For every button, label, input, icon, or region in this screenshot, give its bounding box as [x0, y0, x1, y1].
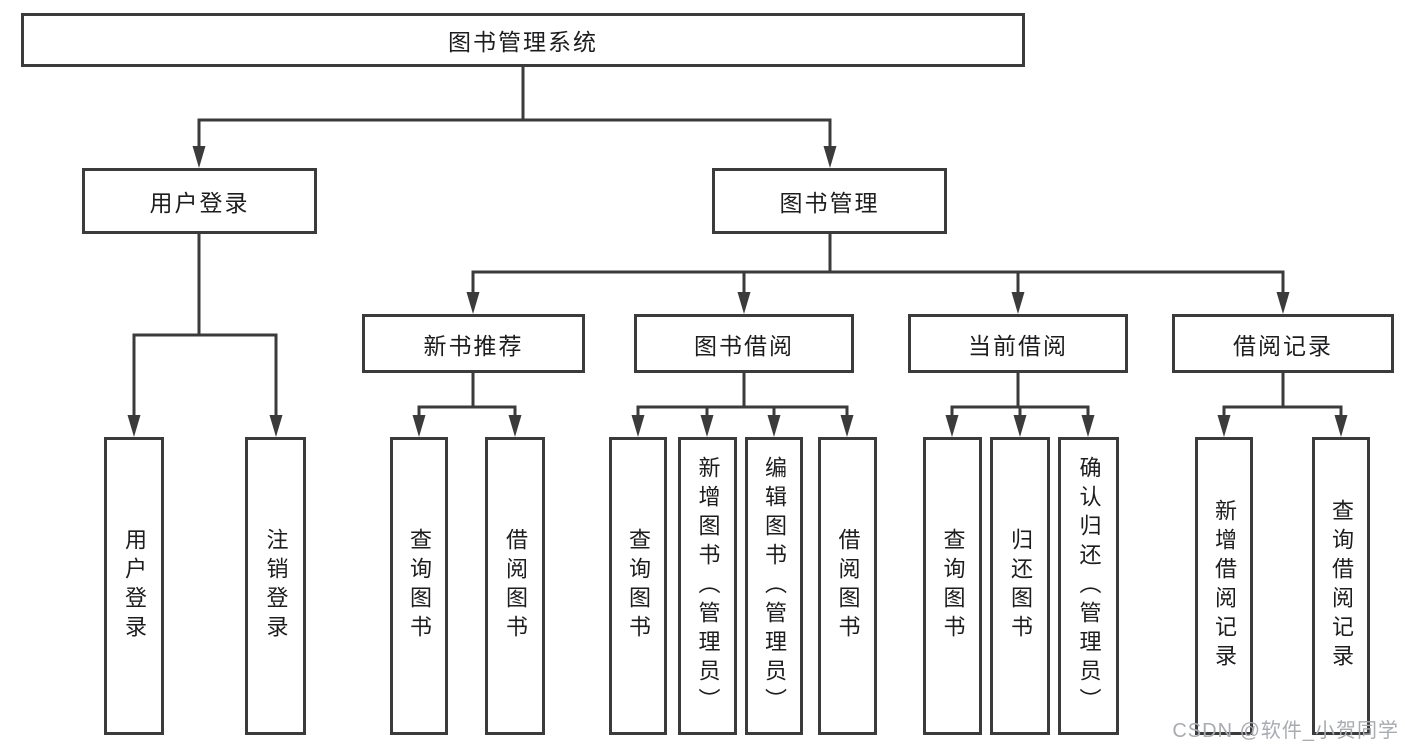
leaf-query-books-current: 查询图书 — [923, 437, 982, 735]
node-current-borrowing: 当前借阅 — [908, 314, 1128, 373]
node-label: 用户登录 — [149, 190, 250, 216]
leaf-add-borrow-record: 新增借阅记录 — [1195, 437, 1253, 735]
leaf-label: 用户登录 — [122, 528, 147, 644]
leaf-borrow-books: 借阅图书 — [818, 437, 877, 735]
node-label: 图书借阅 — [694, 332, 794, 359]
leaf-query-books-recommend: 查询图书 — [390, 437, 448, 735]
leaf-return-books: 归还图书 — [990, 437, 1050, 735]
leaf-confirm-return-admin: 确认归还（管理员） — [1058, 437, 1119, 735]
node-label: 图书管理 — [779, 190, 880, 216]
leaf-label: 借阅图书 — [503, 528, 528, 644]
leaf-label: 新增图书（管理员） — [695, 455, 721, 717]
leaf-label: 查询借阅记录 — [1329, 499, 1354, 673]
node-book-borrowing: 图书借阅 — [634, 314, 854, 373]
leaf-borrow-books-recommend: 借阅图书 — [485, 437, 545, 735]
node-label: 借阅记录 — [1233, 332, 1333, 359]
leaf-user-login: 用户登录 — [104, 437, 164, 735]
csdn-watermark: CSDN @软件_小贺同学 — [1172, 720, 1399, 742]
node-library-management-system: 图书管理系统 — [21, 13, 1025, 67]
node-book-management: 图书管理 — [712, 168, 947, 234]
node-label: 新书推荐 — [423, 332, 524, 359]
leaf-label: 查询图书 — [626, 528, 651, 644]
leaf-logout: 注销登录 — [245, 437, 306, 735]
leaf-label: 查询图书 — [940, 528, 966, 644]
leaf-label: 借阅图书 — [835, 528, 861, 644]
leaf-label: 新增借阅记录 — [1212, 499, 1237, 673]
node-user-login: 用户登录 — [82, 168, 317, 234]
leaf-query-books-borrow: 查询图书 — [609, 437, 667, 735]
leaf-label: 确认归还（管理员） — [1076, 455, 1102, 717]
leaf-label: 编辑图书（管理员） — [762, 455, 787, 717]
leaf-label: 查询图书 — [407, 528, 432, 644]
node-label: 当前借阅 — [968, 332, 1068, 359]
node-new-book-recommendation: 新书推荐 — [362, 314, 585, 373]
leaf-edit-books-admin: 编辑图书（管理员） — [745, 437, 803, 735]
leaf-label: 归还图书 — [1008, 528, 1033, 644]
node-label: 图书管理系统 — [448, 29, 598, 55]
leaf-label: 注销登录 — [263, 528, 289, 644]
leaf-add-books-admin: 新增图书（管理员） — [678, 437, 737, 735]
leaf-query-borrow-record: 查询借阅记录 — [1312, 437, 1370, 735]
node-borrowing-records: 借阅记录 — [1172, 314, 1394, 373]
